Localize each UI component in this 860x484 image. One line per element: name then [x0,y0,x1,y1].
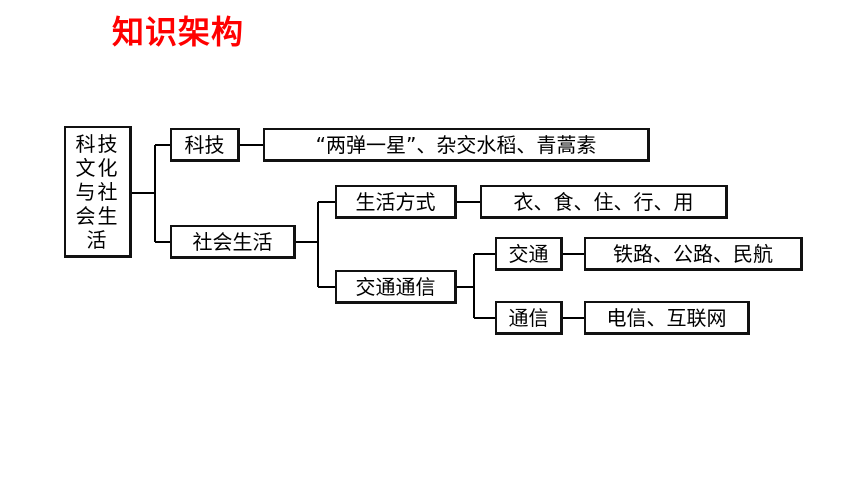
root-line-2: 文化 [75,155,120,180]
node-jiaotong-detail: 铁路、公路、民航 [584,237,803,271]
node-keji-detail: “两弹一星”、杂交水稻、青蒿素 [263,128,650,162]
root-line-4: 会生 [75,203,120,228]
node-shehui: 社会生活 [170,225,296,259]
root-line-1: 科技 [75,131,120,156]
node-fangshi: 生活方式 [335,185,457,219]
node-tongxin: 通信 [495,301,563,335]
root-line-3: 与社 [75,179,120,204]
root-node: 科技 文化 与社 会生 活 [64,126,132,258]
node-jiaotong-tongxin: 交通通信 [335,270,457,304]
node-fangshi-detail: 衣、食、住、行、用 [480,185,728,219]
node-jiaotong: 交通 [495,237,563,271]
root-line-5: 活 [86,227,109,252]
node-tongxin-detail: 电信、互联网 [584,301,750,335]
node-keji: 科技 [170,128,240,162]
page-title: 知识架构 [112,13,245,51]
